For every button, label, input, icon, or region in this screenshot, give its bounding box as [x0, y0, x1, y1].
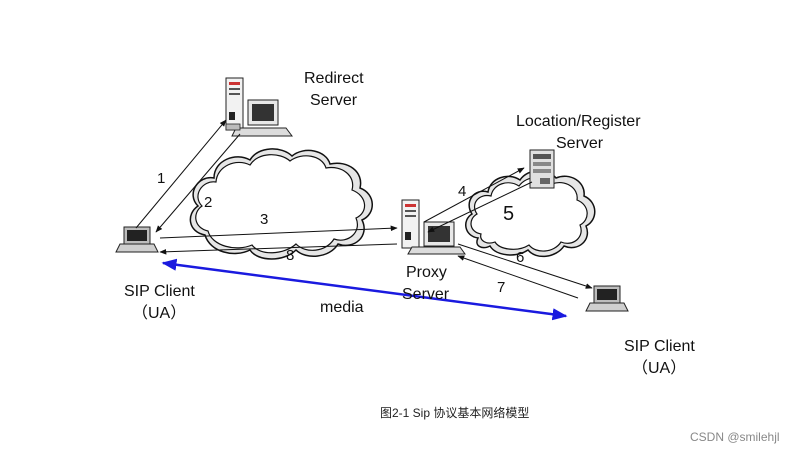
figure-caption: 图2-1 Sip 协议基本网络模型	[380, 406, 530, 420]
edge-6-label: 6	[516, 249, 525, 266]
edge-4-label: 4	[458, 183, 467, 200]
redirect-server-icon	[225, 77, 293, 137]
watermark-text: CSDN @smilehjl	[690, 430, 780, 444]
redirect-server-label: Redirect Server	[304, 70, 364, 109]
edge-7-label: 7	[497, 279, 506, 296]
network-cloud-left	[189, 148, 373, 260]
network-cloud-right	[465, 170, 596, 258]
sip-client-left-label: SIP Client （UA）	[124, 283, 195, 322]
proxy-server-label: Proxy Server	[402, 264, 450, 303]
edge-3-arrow	[159, 225, 398, 239]
proxy-server-icon	[401, 199, 466, 255]
laptop-left-icon	[115, 226, 159, 253]
edge-5-arrow	[427, 181, 533, 233]
edge-2-arrow	[155, 133, 241, 233]
media-line	[161, 258, 568, 321]
media-label: media	[320, 299, 364, 316]
edge-3-label: 3	[260, 211, 269, 228]
location-server-icon	[529, 149, 555, 189]
location-server-label: Location/Register Server	[516, 113, 641, 152]
laptop-right-icon	[585, 285, 629, 312]
edge-5-label: 5	[503, 203, 515, 225]
edge-8-arrow	[159, 243, 398, 255]
edge-2-label: 2	[204, 194, 213, 211]
edge-8-label: 8	[286, 247, 295, 264]
edge-1-label: 1	[157, 170, 166, 187]
edge-1-arrow	[135, 119, 227, 229]
sip-client-right-label: SIP Client （UA）	[624, 338, 695, 377]
edge-4-arrow	[423, 167, 525, 223]
